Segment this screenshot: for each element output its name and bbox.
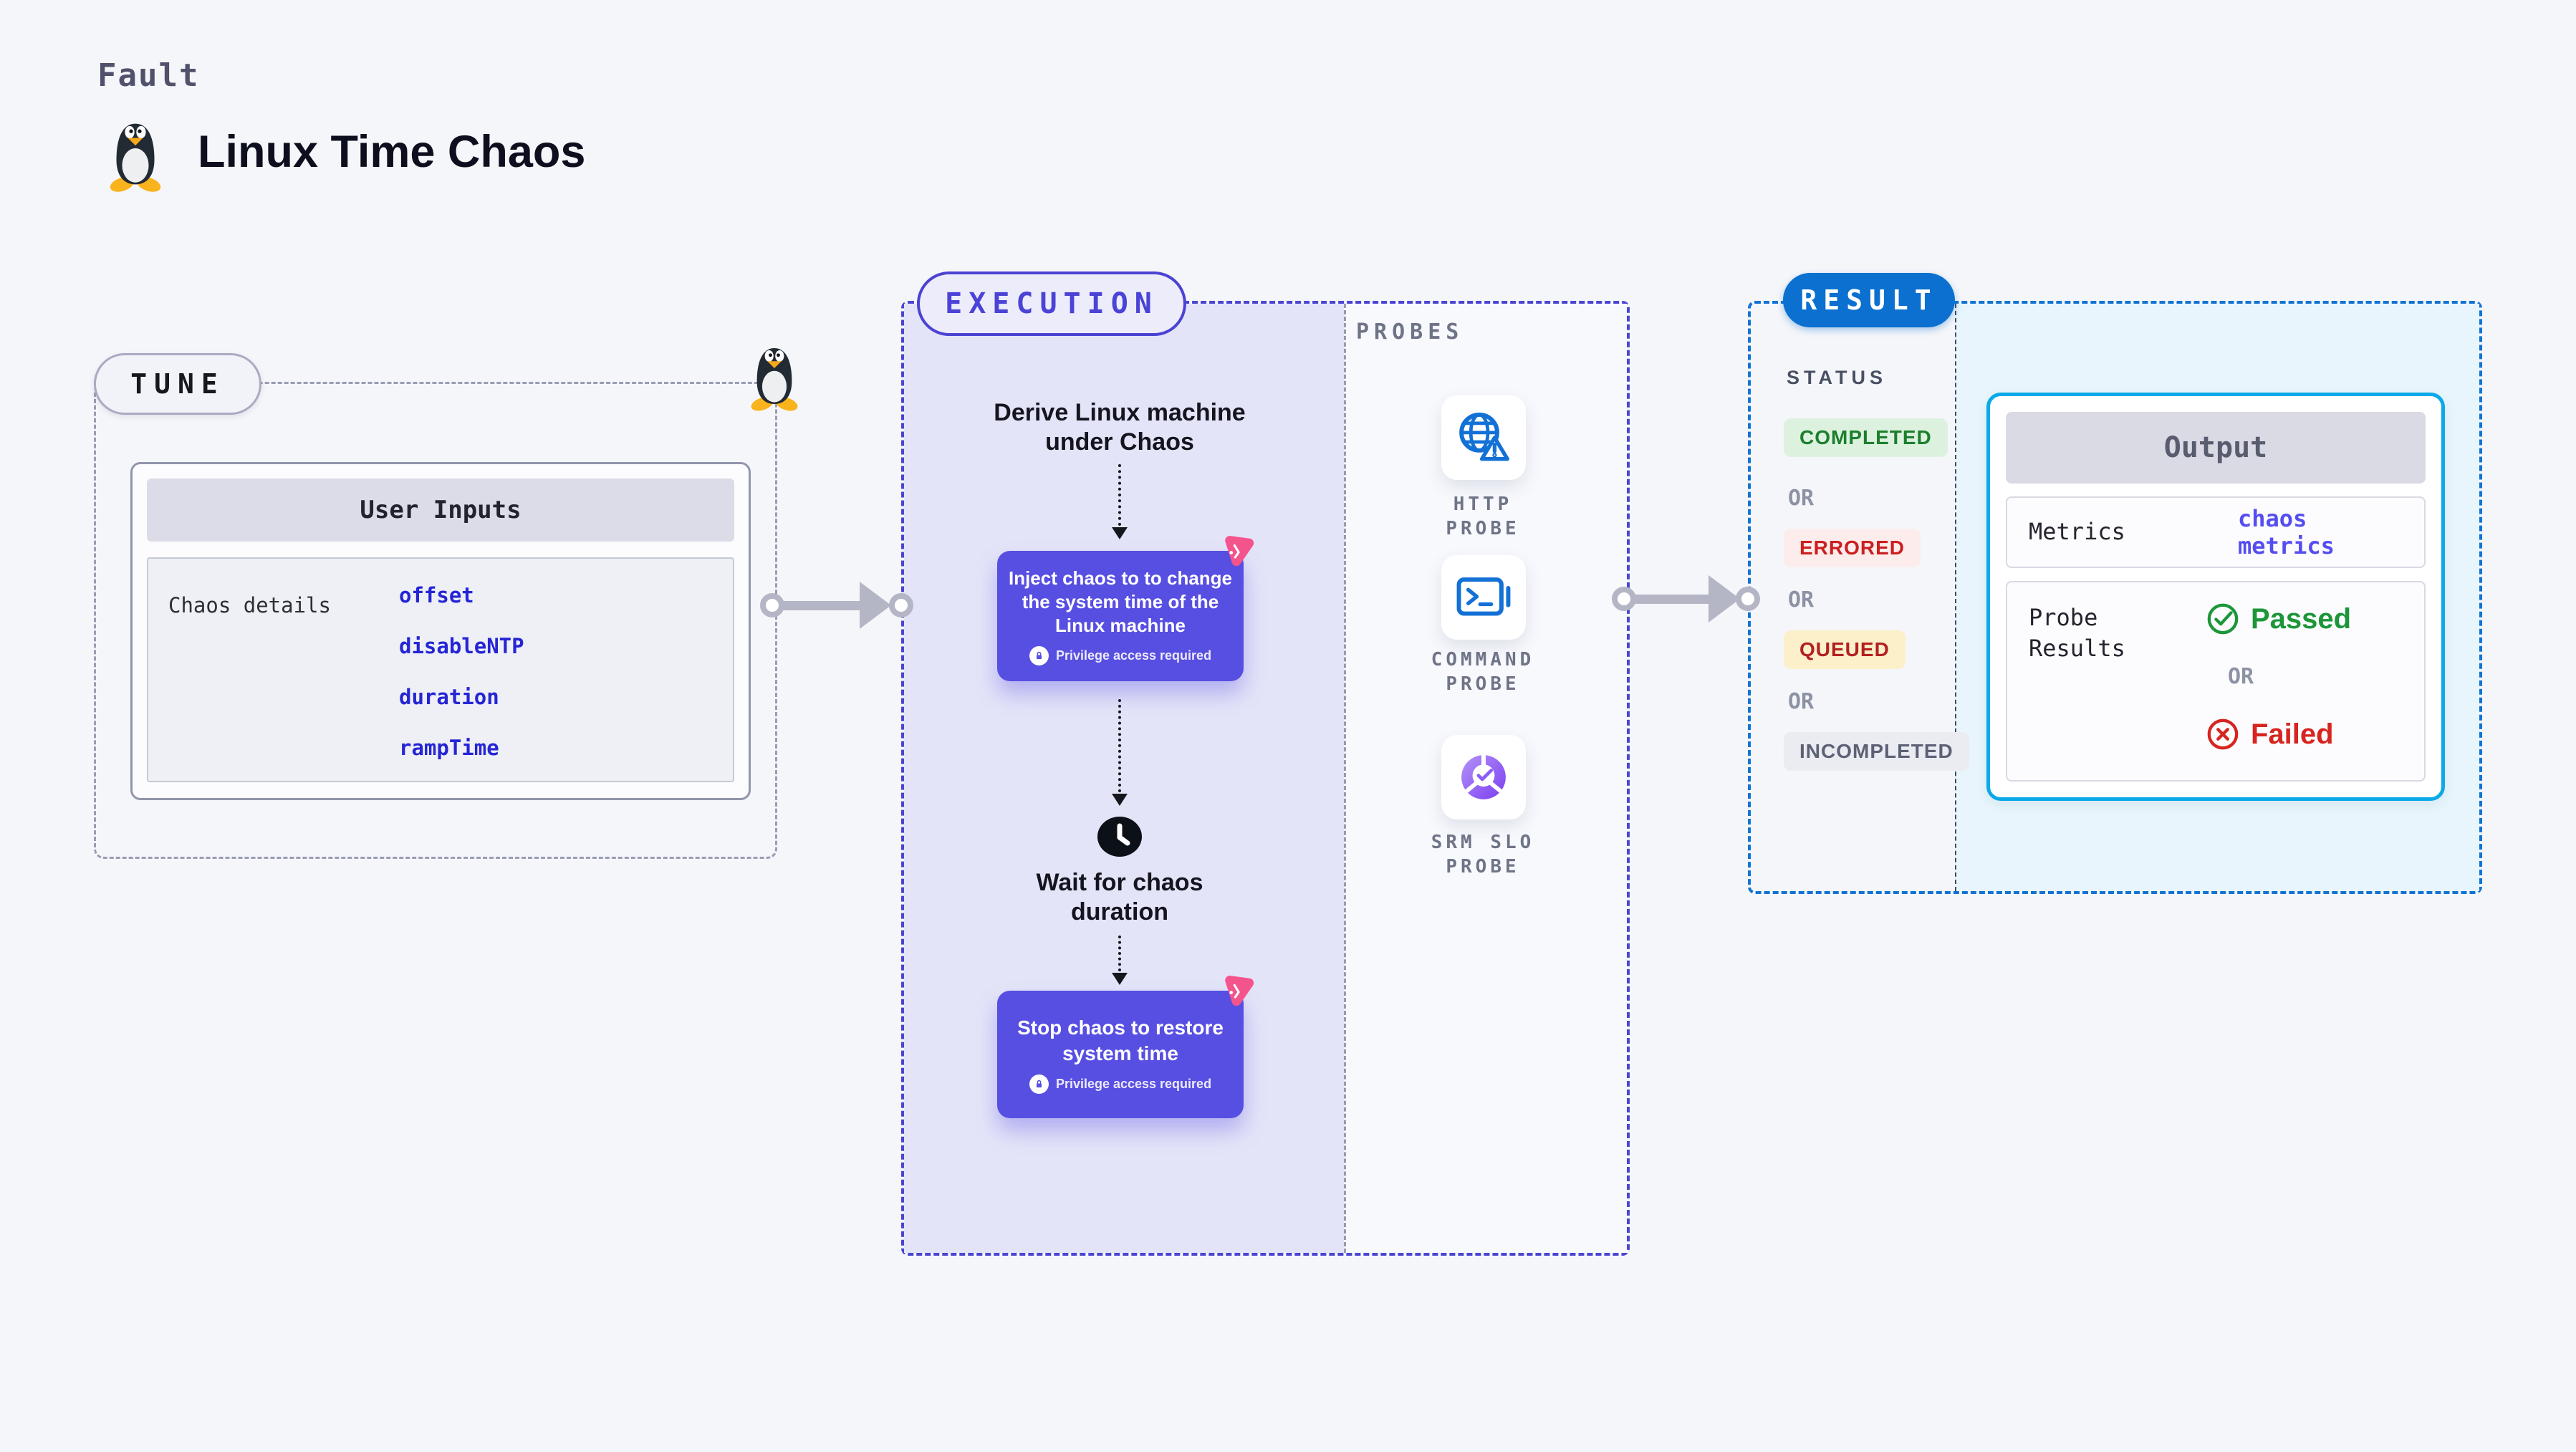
flow-arrowhead-1-icon — [1112, 527, 1128, 539]
input-link-duration[interactable]: duration — [399, 685, 499, 709]
status-or-label: OR — [1788, 486, 1815, 511]
inject-privilege-row: Privilege access required — [1029, 646, 1212, 666]
status-output-divider — [1955, 304, 1956, 891]
metrics-row: Metrics chaos metrics — [2006, 496, 2426, 568]
flow-arrowhead-2-icon — [1112, 794, 1128, 806]
status-badge-errored: ERRORED — [1784, 529, 1921, 567]
execution-input-port — [889, 593, 913, 617]
output-card-title: Output — [2006, 412, 2426, 484]
chaos-hazard-badge-icon — [1215, 532, 1256, 573]
probe-results-row: Probe Results Passed OR Failed — [2006, 581, 2426, 782]
lock-icon — [1029, 1074, 1049, 1095]
tune-exec-connector — [782, 601, 865, 610]
user-inputs-card: User Inputs Chaos details offset disable… — [130, 462, 751, 800]
command-probe-label: COMMAND PROBE — [1431, 649, 1535, 695]
stop-chaos-step: Stop chaos to restore system time Privil… — [997, 991, 1244, 1118]
result-pill: RESULT — [1783, 273, 1955, 327]
inject-privilege-note: Privilege access required — [1055, 648, 1212, 663]
tune-penguin-icon — [746, 341, 802, 411]
stop-chaos-text: Stop chaos to restore system time — [1017, 1016, 1224, 1064]
clock-icon — [1097, 814, 1143, 860]
output-card: Output Metrics chaos metrics Probe Resul… — [1986, 393, 2445, 801]
execution-pill-label: EXECUTION — [945, 287, 1158, 320]
status-or-label: OR — [1788, 587, 1815, 612]
tune-pill-label: TUNE — [130, 368, 225, 400]
inject-chaos-text: Inject chaos to to change the system tim… — [1008, 567, 1233, 637]
execution-output-port — [1612, 587, 1636, 611]
srm-slo-probe-label: SRM SLO PROBE — [1431, 832, 1535, 878]
probe-result-or-label: OR — [2228, 664, 2254, 689]
chaos-details-panel: Chaos details offset disableNTP duration… — [147, 557, 734, 782]
exec-result-arrowhead-icon — [1708, 575, 1740, 622]
result-pill-label: RESULT — [1800, 284, 1938, 316]
probe-result-failed: Failed — [2206, 718, 2351, 751]
probe-results-label: Probe Results — [2029, 604, 2125, 663]
passed-label: Passed — [2251, 602, 2352, 635]
execution-pill: EXECUTION — [917, 271, 1186, 336]
input-link-ramptime[interactable]: rampTime — [399, 736, 499, 760]
chaos-hazard-badge-icon — [1215, 971, 1256, 1013]
flow-arrow-3 — [1118, 936, 1121, 971]
input-link-disablentp[interactable]: disableNTP — [399, 634, 524, 658]
tune-pill: TUNE — [94, 353, 261, 415]
http-probe-card[interactable] — [1441, 395, 1526, 480]
execution-probes-divider — [1344, 304, 1346, 1253]
status-column-label: STATUS — [1787, 367, 1887, 388]
status-or-label: OR — [1788, 689, 1815, 714]
x-circle-icon — [2207, 718, 2239, 750]
input-link-offset[interactable]: offset — [399, 583, 474, 607]
status-badge-completed: COMPLETED — [1784, 418, 1948, 457]
terminal-icon — [1456, 577, 1511, 616]
flow-arrow-2 — [1118, 699, 1121, 792]
probe-result-passed: Passed — [2206, 602, 2351, 635]
tune-output-port — [760, 593, 784, 617]
fault-eyebrow: Fault — [97, 57, 200, 94]
wait-step-label: Wait for chaos duration — [1036, 869, 1203, 926]
stop-privilege-note: Privilege access required — [1055, 1077, 1212, 1092]
derive-step-label: Derive Linux machine under Chaos — [994, 399, 1246, 456]
probe-results-values: Passed OR Failed — [2206, 602, 2351, 751]
command-probe-card[interactable] — [1441, 555, 1526, 640]
globe-alert-icon — [1459, 412, 1509, 461]
linux-penguin-icon — [105, 116, 166, 192]
metrics-label: Metrics — [2029, 518, 2125, 546]
flow-arrowhead-3-icon — [1112, 973, 1128, 985]
srm-slo-probe-card[interactable] — [1441, 735, 1526, 819]
flow-arrow-1 — [1118, 464, 1121, 526]
exec-result-connector — [1634, 595, 1714, 604]
lock-icon — [1029, 646, 1049, 666]
status-badge-incompleted: INCOMPLETED — [1784, 732, 1969, 771]
status-badge-queued: QUEUED — [1784, 630, 1905, 669]
http-probe-label: HTTP PROBE — [1446, 494, 1520, 539]
inject-chaos-step: Inject chaos to to change the system tim… — [997, 551, 1244, 681]
probes-section-label: PROBES — [1356, 319, 1464, 345]
failed-label: Failed — [2251, 718, 2334, 750]
check-circle-icon — [2207, 603, 2239, 635]
tune-section-box — [94, 382, 777, 859]
stop-privilege-row: Privilege access required — [1029, 1074, 1212, 1095]
page-title: Linux Time Chaos — [198, 127, 586, 177]
slo-donut-icon — [1461, 753, 1506, 799]
chaos-details-label: Chaos details — [168, 593, 331, 617]
chaos-metrics-link[interactable]: chaos metrics — [2238, 505, 2335, 559]
chaos-inputs-list: offset disableNTP duration rampTime — [399, 583, 524, 760]
user-inputs-title: User Inputs — [147, 479, 734, 542]
tune-exec-arrowhead-icon — [860, 582, 891, 629]
result-input-port — [1736, 587, 1760, 611]
